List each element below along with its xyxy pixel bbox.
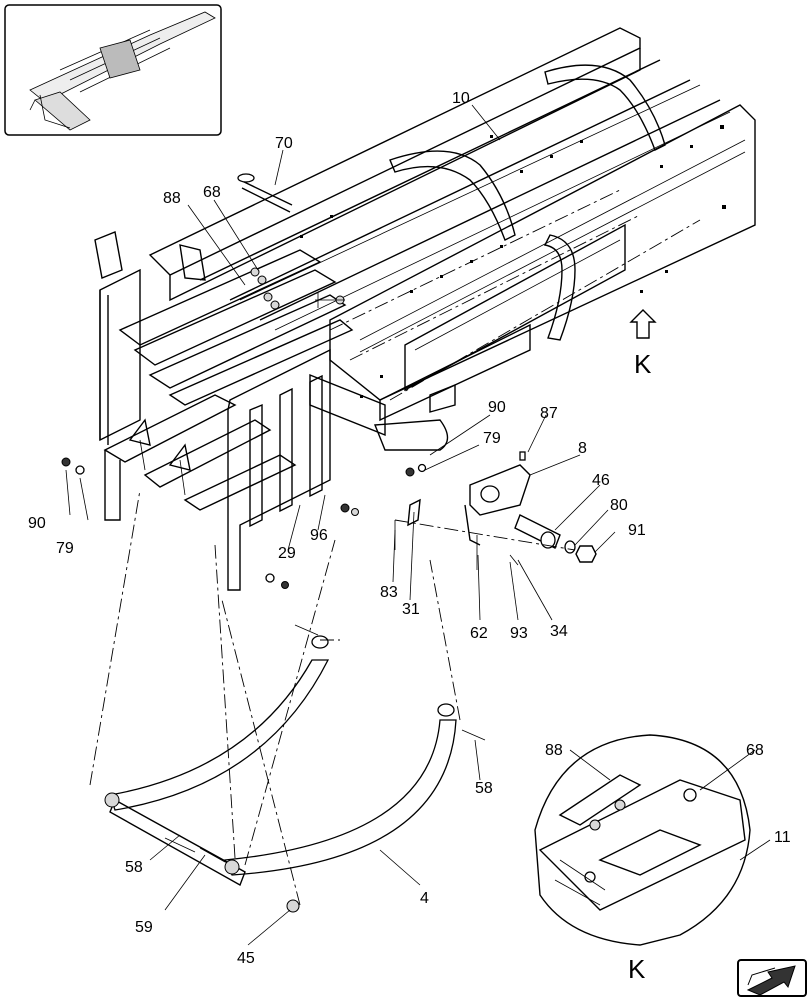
arrow-icon	[746, 965, 796, 996]
callout-8: 8	[578, 440, 587, 457]
callout-68: 68	[746, 742, 764, 759]
callout-83: 83	[380, 584, 398, 601]
callout-96: 96	[310, 527, 328, 544]
callout-62: 62	[470, 625, 488, 642]
callout-80: 80	[610, 497, 628, 514]
frame-assembly	[61, 27, 756, 591]
callout-45: 45	[237, 950, 255, 967]
callout-90: 90	[28, 515, 46, 532]
locator-thumbnail	[4, 4, 222, 136]
callout-93: 93	[510, 625, 528, 642]
callout-79: 79	[483, 430, 501, 447]
callout-87: 87	[540, 405, 558, 422]
callout-88: 88	[163, 190, 181, 207]
callout-58: 58	[475, 780, 493, 797]
callout-11: 11	[774, 829, 791, 846]
roller-assembly	[394, 451, 597, 570]
callout-91: 91	[628, 522, 646, 539]
callout-90: 90	[488, 399, 506, 416]
detail-view-k	[534, 734, 751, 946]
callout-4: 4	[420, 890, 429, 907]
callout-79: 79	[56, 540, 74, 557]
callout-29: 29	[278, 545, 296, 562]
callout-68: 68	[203, 184, 221, 201]
callout-46: 46	[592, 472, 610, 489]
detail-label-k: K	[628, 954, 646, 984]
callout-59: 59	[135, 919, 153, 936]
tube-handle	[89, 489, 486, 913]
leader-lines	[65, 104, 771, 946]
callout-31: 31	[402, 601, 420, 618]
callout-10: 10	[452, 90, 470, 107]
next-page-arrow-button[interactable]	[737, 959, 807, 997]
callout-58: 58	[125, 859, 143, 876]
view-label-k: K	[634, 349, 652, 379]
callout-70: 70	[275, 135, 293, 152]
callout-34: 34	[550, 623, 568, 640]
callout-88: 88	[545, 742, 563, 759]
callouts: 10 70 88 68 90 79 87 8 46 80 91 90 79 29…	[28, 90, 791, 984]
